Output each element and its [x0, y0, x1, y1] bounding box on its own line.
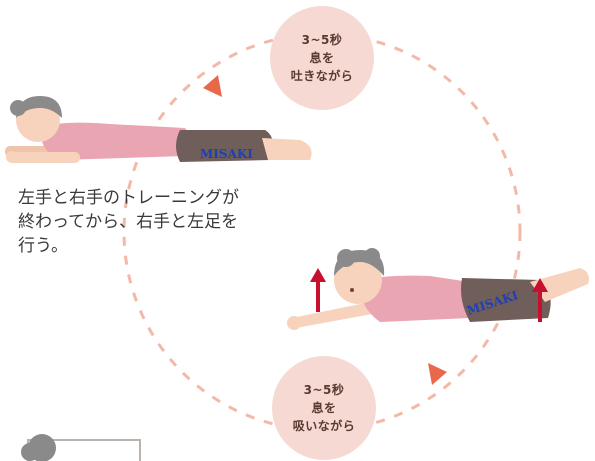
instruction-line-2: 終わってから、右手と左足を	[18, 212, 239, 232]
inhale-breath-label: 息を	[311, 401, 337, 415]
exhale-bubble: 3~5秒 息を 吐きながら	[270, 6, 374, 110]
exhale-duration: 3~5秒	[301, 33, 343, 47]
cycle-arrow-right-icon	[428, 363, 447, 385]
figure-partial-bottom	[21, 434, 141, 461]
exhale-breath-label: 息を	[309, 51, 335, 65]
exhale-action: 吐きながら	[290, 69, 354, 83]
inhale-action: 吸いながら	[292, 419, 356, 433]
figure-lying-flat	[5, 96, 312, 163]
raise-arm-arrow-icon	[310, 268, 326, 312]
cycle-arrow-left-icon	[203, 75, 222, 97]
watermark-upper: MISAKI	[200, 147, 253, 161]
instruction-text: 左手と右手のトレーニングが 終わってから、右手と左足を 行う。	[18, 186, 318, 258]
inhale-duration: 3~5秒	[303, 383, 345, 397]
instruction-line-1: 左手と右手のトレーニングが	[18, 188, 239, 208]
figure-superman-pose	[287, 248, 589, 330]
raise-leg-arrow-icon	[532, 278, 548, 322]
inhale-bubble: 3~5秒 息を 吸いながら	[272, 356, 376, 460]
instruction-line-3: 行う。	[18, 236, 68, 256]
